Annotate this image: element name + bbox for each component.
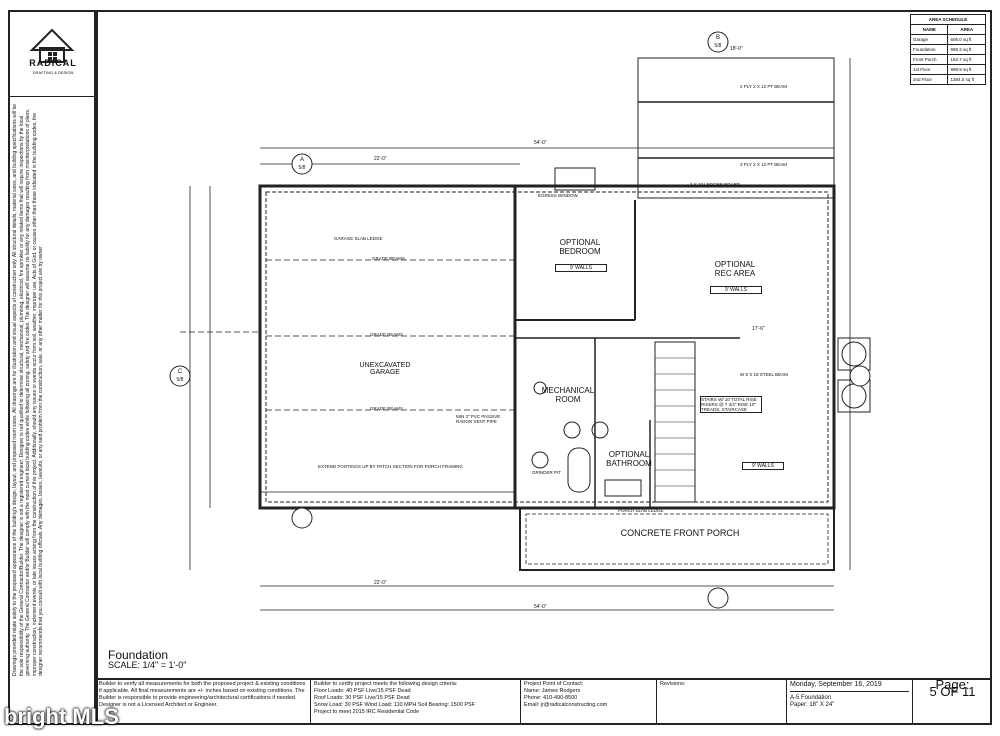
logo-name: RADICAL xyxy=(29,58,77,68)
note-grade-beam-3: GRADE BEAMS xyxy=(370,406,404,411)
page-block: Page: 5 OF 11 xyxy=(912,678,992,725)
room-rec-area: OPTIONAL REC AREA xyxy=(714,260,756,278)
section-tag-letter: A xyxy=(299,157,304,163)
sheet-name: A-5 Foundation xyxy=(790,695,832,701)
note-egress: EGRESS WINDOW xyxy=(538,193,578,198)
date-block: Monday, September 16, 2019 A-5 Foundatio… xyxy=(786,678,912,725)
section-tag-letter: C xyxy=(177,369,183,375)
note-porch-slab: PORCH SLAB LEDGE xyxy=(618,508,664,513)
foundation-outline xyxy=(258,184,836,510)
section-tag-sheet: 5/8 xyxy=(298,165,306,171)
area-name: 1st Floor xyxy=(909,64,949,75)
area-schedule-title: AREA SCHEDULE xyxy=(910,14,986,25)
area-value: 183.7 sq ft xyxy=(947,54,986,65)
section-tag xyxy=(291,507,313,529)
sheet-title: Foundation xyxy=(108,648,169,662)
design-criteria: Builder to certify project meets the fol… xyxy=(310,678,520,725)
logo-subtitle: DRAFTING & DESIGN xyxy=(32,70,74,75)
note-beam-mid: 3 PLY 2 X 12 PT BEAM xyxy=(740,162,788,167)
watermark: bright MLS xyxy=(4,704,119,729)
note-radon: MIN 3" PVC PASSIVE RADON VENT PIPE xyxy=(456,414,501,424)
disclaimer-text: Drawings provided relate solely to the p… xyxy=(12,103,45,676)
porch-outline xyxy=(519,507,835,571)
sheet-scale: SCALE: 1/4" = 1'-0" xyxy=(108,660,187,670)
note-ledger: 2 X 10 LEDGER BOARD xyxy=(690,182,741,187)
area-name: Foundation xyxy=(909,44,949,55)
dim-deck-width: 18'-0" xyxy=(730,46,743,52)
page-number: 5 OF 11 xyxy=(929,684,976,699)
bedroom-walls: 9' WALLS xyxy=(555,264,607,272)
plan-date: Monday, September 16, 2019 xyxy=(790,681,909,692)
area-value: 606.0 sq ft xyxy=(947,34,986,45)
house-logo-icon xyxy=(29,28,75,63)
sheet-border xyxy=(96,10,992,725)
note-footing: EXTEND FOOTINGS UP BY PATCH SECTION FOR … xyxy=(318,464,463,469)
note-beam-top: 2 PLY 2 X 12 PT BEAM xyxy=(740,84,788,89)
area-header-area: AREA xyxy=(947,24,986,35)
dim-garage-top: 22'-0" xyxy=(374,156,387,162)
floor-plan xyxy=(169,31,871,611)
dim-rec-width: 17'-6" xyxy=(752,326,765,332)
note-garage-ledge: GARAGE SLAB LEDGE xyxy=(334,236,383,241)
area-value: 999.9 sq ft xyxy=(947,64,986,75)
dim-overall-top: 54'-0" xyxy=(534,140,547,146)
section-tag xyxy=(707,587,729,609)
room-garage: UNEXCAVATED GARAGE xyxy=(359,362,411,376)
note-grade-beam-2: GRADE BEAMS xyxy=(370,332,404,337)
room-bedroom: OPTIONAL BEDROOM xyxy=(559,238,601,256)
section-tag-sheet: 5/8 xyxy=(714,43,722,49)
logo xyxy=(10,12,94,97)
dim-garage-bottom: 22'-0" xyxy=(374,580,387,586)
project-contact: Project Point of Contact: Name: James Ro… xyxy=(520,678,656,725)
area-header-name: NAME xyxy=(909,24,949,35)
page-label: Page: xyxy=(935,677,970,692)
builder-note: Builder to verify all measurements for b… xyxy=(99,681,306,708)
area-name: Front Porch xyxy=(909,54,949,65)
note-steel-beam: W 8 X 18 STEEL BEAM xyxy=(740,372,788,377)
left-strip xyxy=(8,10,96,725)
section-tag xyxy=(169,365,191,387)
area-name: 2nd Floor xyxy=(909,74,949,85)
disclaimer-clip: Drawings provided relate solely to the p… xyxy=(10,98,94,678)
rec-walls: 9' WALLS xyxy=(710,286,762,294)
section-tag xyxy=(707,31,729,53)
paper-size: Paper: 18" X 24" xyxy=(790,702,835,708)
note-grinder: GRINDER PIT xyxy=(532,470,562,475)
lower-walls: 9' WALLS xyxy=(742,462,784,470)
room-bathroom: OPTIONAL BATHROOM xyxy=(606,450,652,468)
section-tag-letter: B xyxy=(715,35,720,41)
room-porch: CONCRETE FRONT PORCH xyxy=(620,528,740,538)
note-stairs: STAIRS W/ 10 TOTAL RISE RISERS @ 7 3/4" … xyxy=(700,396,762,413)
rear-deck xyxy=(637,57,835,199)
note-grade-beam: GRADE BEAMS xyxy=(372,256,406,261)
area-value: 1384.0 sq ft xyxy=(947,74,986,85)
room-mechanical: MECHANICAL ROOM xyxy=(541,386,595,404)
section-tag-sheet: 5/8 xyxy=(176,377,184,383)
revisions: Revisions: xyxy=(656,678,786,725)
title-block xyxy=(96,678,992,727)
section-tag xyxy=(291,153,313,175)
dim-overall-bottom: 54'-0" xyxy=(534,604,547,610)
area-value: 998.3 sq ft xyxy=(947,44,986,55)
area-name: Garage xyxy=(909,34,949,45)
section-tag xyxy=(849,365,871,387)
